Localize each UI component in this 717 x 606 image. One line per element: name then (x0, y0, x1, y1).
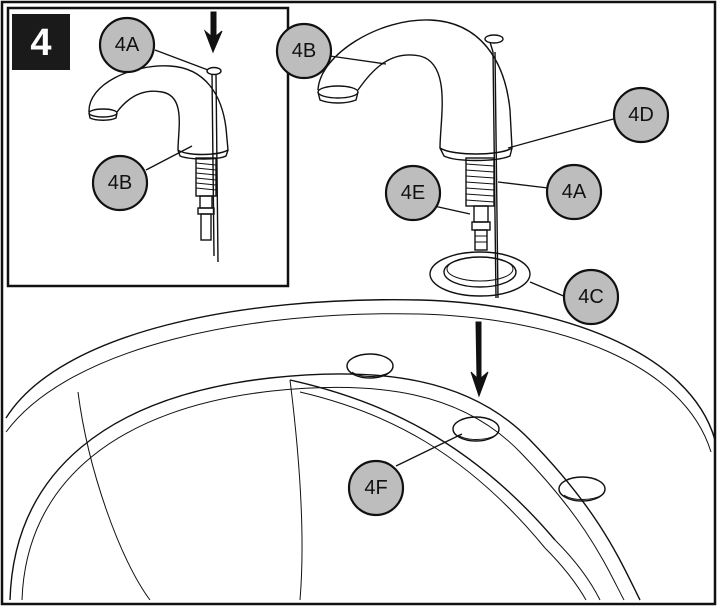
callout-main-4D: 4D (612, 86, 670, 144)
callout-main-4A: 4A (545, 163, 603, 221)
svg-text:4F: 4F (364, 477, 387, 499)
svg-text:4B: 4B (292, 40, 316, 62)
inset-threaded-shank (195, 157, 217, 241)
step-number: 4 (30, 22, 51, 64)
gasket-ring (429, 251, 531, 297)
inset-faucet-spout (88, 65, 229, 160)
callout-inset-4B: 4B (91, 154, 149, 212)
svg-text:4C: 4C (578, 286, 604, 308)
sink-hole-center (452, 416, 500, 442)
callout-main-4E: 4E (384, 164, 442, 222)
sink-hole-left (346, 353, 394, 379)
step-number-box: 4 (12, 14, 70, 70)
callout-main-4C: 4C (562, 268, 620, 326)
leader-lines (145, 49, 618, 467)
callout-inset-4A: 4A (98, 16, 156, 74)
inset-down-arrow-icon (203, 11, 223, 54)
faucet-spout (317, 19, 513, 162)
svg-text:4B: 4B (108, 172, 132, 194)
svg-text:4A: 4A (115, 34, 140, 56)
svg-text:4E: 4E (401, 182, 425, 204)
sink-basin (5, 299, 716, 601)
down-arrow-icon (470, 321, 489, 398)
threaded-shank (465, 157, 495, 251)
svg-text:4A: 4A (562, 181, 587, 203)
callout-main-4F: 4F (347, 459, 405, 517)
callout-main-4B: 4B (275, 22, 333, 80)
svg-text:4D: 4D (628, 104, 654, 126)
sink-hole-right (558, 476, 606, 502)
